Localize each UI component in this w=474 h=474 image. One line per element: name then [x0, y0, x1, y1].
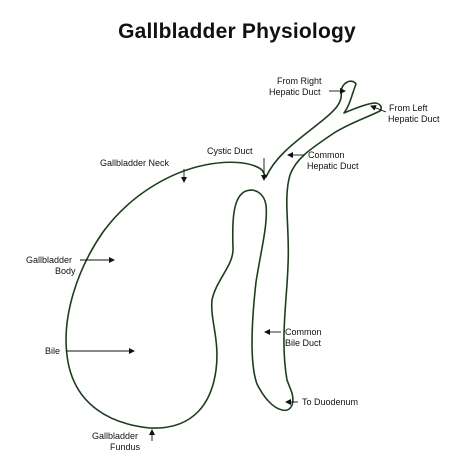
gallbladder-fundus-line2: Fundus — [110, 442, 141, 452]
from-left-hepatic-duct-line1: From Left — [389, 103, 428, 113]
label-common-hepatic-duct: Common Hepatic Duct — [287, 150, 359, 171]
common-bile-duct-line1: Common — [285, 327, 322, 337]
from-right-hepatic-duct-line1: From Right — [277, 76, 322, 86]
from-left-hepatic-duct-line2: Hepatic Duct — [388, 114, 440, 124]
common-hepatic-duct-line2: Hepatic Duct — [307, 161, 359, 171]
label-common-bile-duct: Common Bile Duct — [264, 327, 322, 348]
label-from-right-hepatic-duct: From Right Hepatic Duct — [269, 76, 346, 97]
cystic-duct-text: Cystic Duct — [207, 146, 253, 156]
gallbladder-body-line2: Body — [55, 266, 76, 276]
label-to-duodenum: To Duodenum — [285, 397, 358, 407]
gallbladder-body-line1: Gallbladder — [26, 255, 72, 265]
gallbladder-fundus-line1: Gallbladder — [92, 431, 138, 441]
common-hepatic-duct-line1: Common — [308, 150, 345, 160]
label-cystic-duct: Cystic Duct — [207, 146, 267, 181]
common-bile-duct-line2: Bile Duct — [285, 338, 322, 348]
label-gallbladder-fundus: Gallbladder Fundus — [92, 429, 155, 452]
label-from-left-hepatic-duct: From Left Hepatic Duct — [370, 103, 440, 124]
bile-text: Bile — [45, 346, 60, 356]
from-left-hepatic-duct-arrow — [370, 105, 387, 113]
gallbladder-neck-text: Gallbladder Neck — [100, 158, 170, 168]
page-title: Gallbladder Physiology — [118, 20, 356, 43]
gallbladder-outline — [65, 80, 382, 429]
to-duodenum-text: To Duodenum — [302, 397, 358, 407]
label-gallbladder-body: Gallbladder Body — [26, 255, 115, 276]
from-right-hepatic-duct-line2: Hepatic Duct — [269, 87, 321, 97]
label-gallbladder-neck: Gallbladder Neck — [100, 158, 187, 183]
label-bile: Bile — [45, 346, 135, 356]
